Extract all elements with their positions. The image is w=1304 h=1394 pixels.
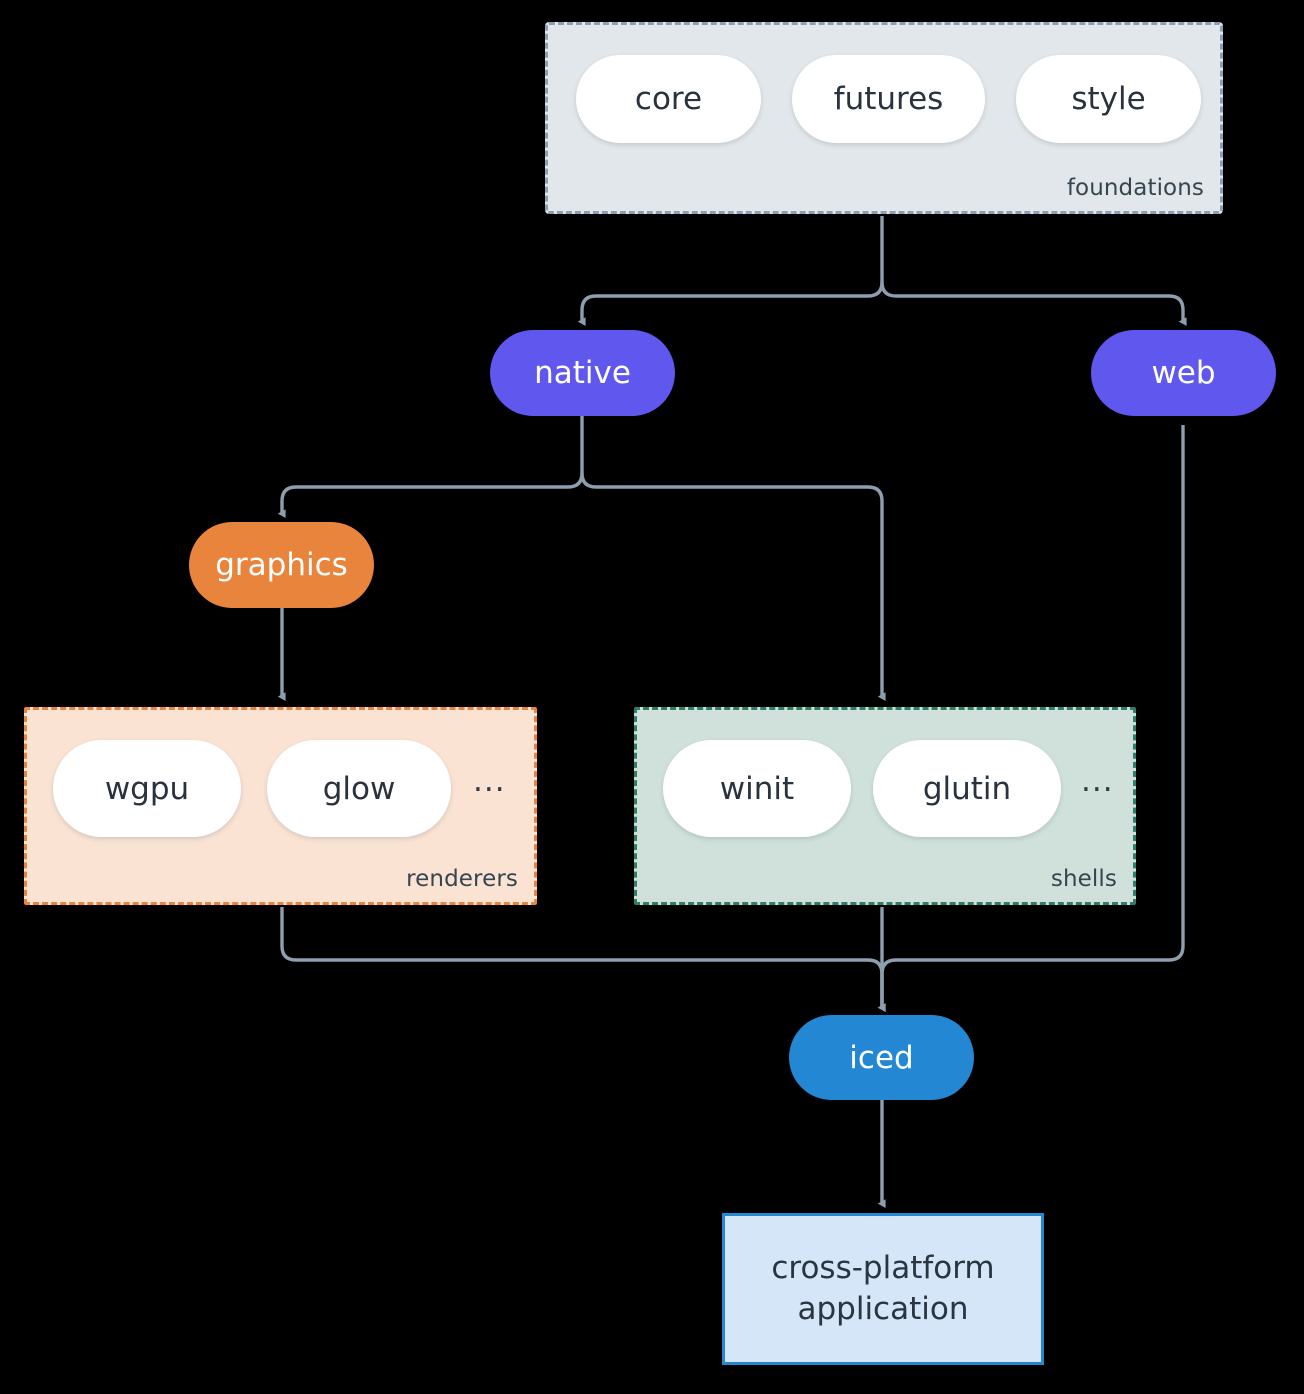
group-label-foundations: foundations <box>1066 175 1204 201</box>
group-renderers: wgpu glow ... renderers <box>24 707 537 905</box>
renderers-ellipsis: ... <box>473 763 506 799</box>
group-shells: winit glutin ... shells <box>634 707 1136 905</box>
edge-native-shells <box>580 472 886 701</box>
edge-foundations-web <box>880 281 1187 326</box>
pill-glutin[interactable]: glutin <box>873 740 1061 837</box>
node-graphics-label: graphics <box>215 547 348 583</box>
node-native[interactable]: native <box>490 330 675 416</box>
group-label-renderers: renderers <box>406 866 518 892</box>
shells-items: winit glutin ... <box>663 740 1114 837</box>
node-web-label: web <box>1151 355 1216 391</box>
pill-winit[interactable]: winit <box>663 740 851 837</box>
group-label-shells: shells <box>1050 866 1117 892</box>
shells-ellipsis: ... <box>1081 763 1114 799</box>
foundations-items: core futures style <box>576 55 1201 143</box>
application-line-1: cross-platform <box>771 1250 995 1287</box>
pill-style[interactable]: style <box>1016 55 1201 143</box>
node-native-label: native <box>534 355 631 391</box>
group-foundations: core futures style foundations <box>545 22 1223 214</box>
node-graphics[interactable]: graphics <box>189 522 374 608</box>
application-text: cross-platform application <box>771 1248 994 1330</box>
edge-renderers-iced <box>280 907 886 1012</box>
renderers-items: wgpu glow ... <box>53 740 506 837</box>
node-application[interactable]: cross-platform application <box>722 1213 1044 1365</box>
node-iced[interactable]: iced <box>789 1015 974 1100</box>
pill-wgpu[interactable]: wgpu <box>53 740 241 837</box>
node-web[interactable]: web <box>1091 330 1276 416</box>
pill-core[interactable]: core <box>576 55 761 143</box>
application-line-2: application <box>797 1291 969 1327</box>
edge-native-graphics <box>277 415 584 518</box>
pill-futures[interactable]: futures <box>792 55 985 143</box>
pill-glow[interactable]: glow <box>267 740 451 837</box>
node-iced-label: iced <box>849 1039 914 1076</box>
edge-foundations-native <box>577 216 884 326</box>
